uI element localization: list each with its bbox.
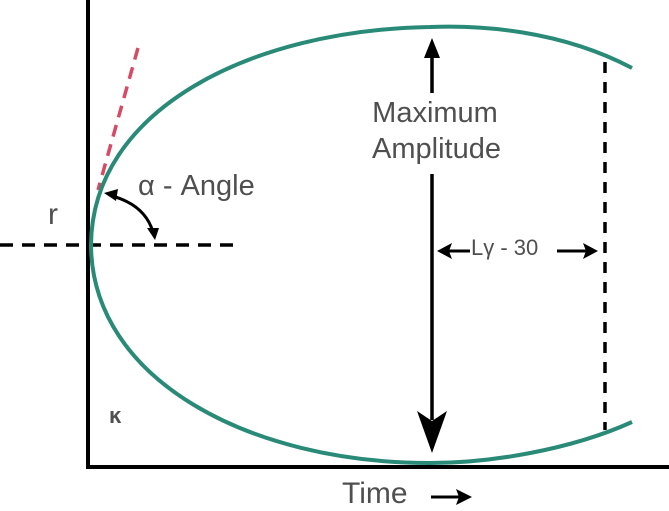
max-amplitude-label: Maximum Amplitude xyxy=(372,95,501,167)
r-label: r xyxy=(48,198,58,231)
time-arrow-icon xyxy=(431,489,472,505)
angle-label: α - Angle xyxy=(138,170,255,202)
angle-arc-arrow xyxy=(104,189,159,240)
kappa-label: ĸ xyxy=(109,403,122,428)
time-axis-label: Time xyxy=(342,477,408,510)
max-amplitude-line2: Amplitude xyxy=(372,133,501,165)
tangent-dashed-line xyxy=(96,47,140,191)
max-amplitude-arrow xyxy=(417,38,447,453)
max-amplitude-line1: Maximum xyxy=(372,97,498,129)
ly-arrow xyxy=(437,243,598,259)
amplitude-curve xyxy=(88,24,633,466)
ly-label: Lγ - 30 xyxy=(471,235,539,260)
